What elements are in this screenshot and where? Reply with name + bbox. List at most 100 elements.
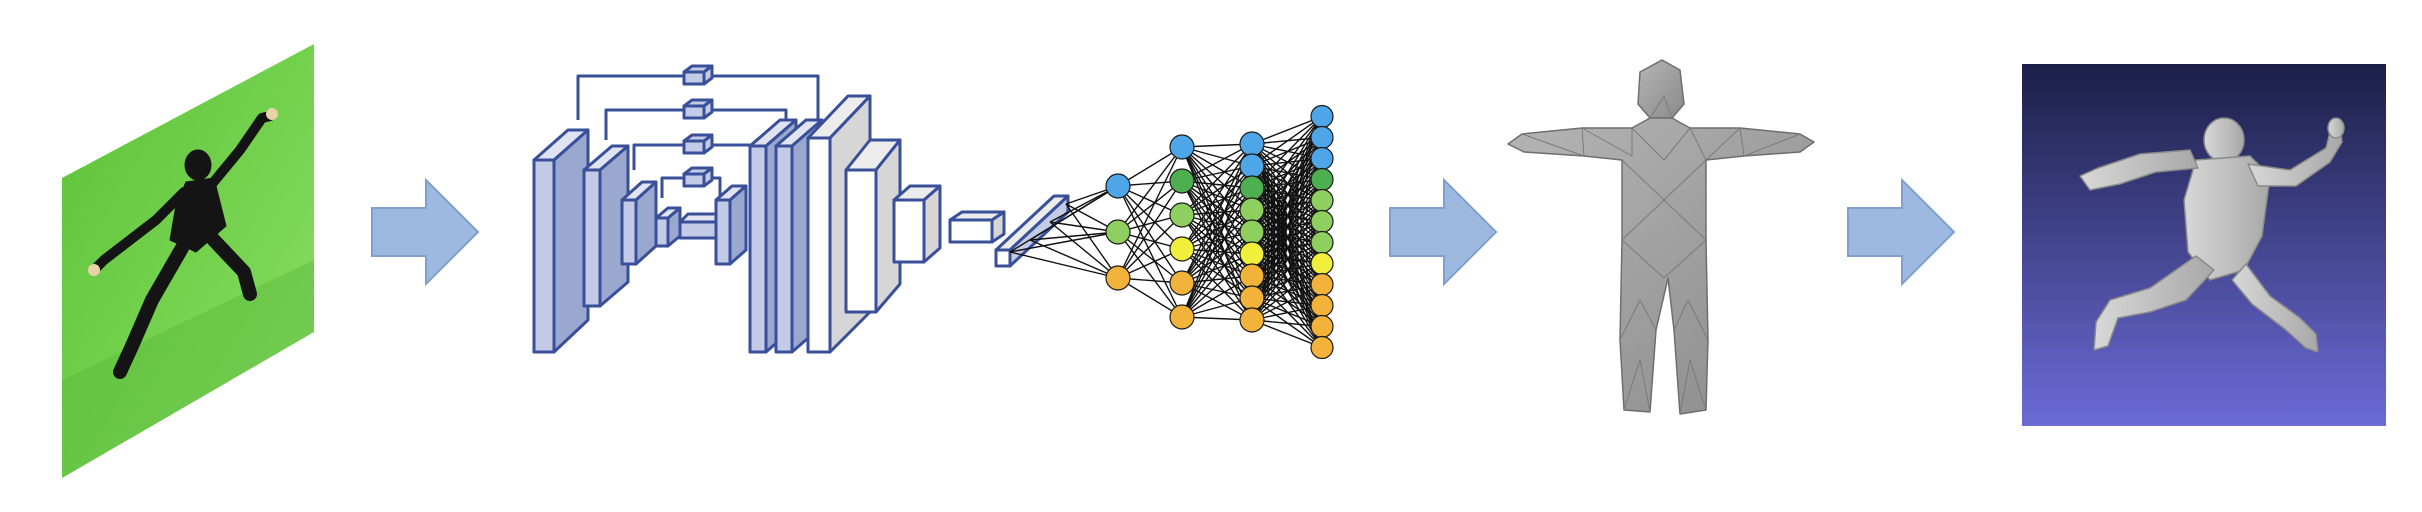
hand-highlight <box>88 264 100 276</box>
decoder-block-6 <box>892 184 942 264</box>
nn-node-layer-3 <box>1239 175 1265 201</box>
nn-edge <box>1181 209 1253 284</box>
nn-edge <box>1181 146 1253 233</box>
nn-edge <box>1181 231 1253 318</box>
template-mesh <box>1507 59 1815 415</box>
flatten-block <box>994 194 1070 268</box>
nn-node-layer-4 <box>1310 146 1334 171</box>
nn-node-layer-2 <box>1169 134 1195 160</box>
floor-shadow <box>62 260 314 478</box>
nn-node-layer-3 <box>1239 131 1265 157</box>
encoder-block-2 <box>582 144 630 308</box>
nn-node-layer-3 <box>1239 263 1265 289</box>
nn-edge <box>1251 116 1323 321</box>
arrow-3 <box>1847 177 1956 287</box>
nn-node-layer-4 <box>1310 188 1334 213</box>
nn-edge <box>1181 146 1253 211</box>
nn-node-layer-2 <box>1169 304 1195 330</box>
hand-highlight <box>266 108 278 120</box>
nn-node-layer-4 <box>1310 335 1334 360</box>
nn-edge <box>1251 242 1323 321</box>
nn-edge <box>1181 253 1253 284</box>
nn-edge <box>1251 158 1323 321</box>
nn-edge <box>1049 185 1119 223</box>
decoder-block-1 <box>714 184 748 266</box>
neural-network-nodes <box>1105 104 1334 360</box>
nn-node-layer-4 <box>1310 104 1334 129</box>
nn-edge <box>1029 185 1119 241</box>
skip-blocks <box>682 64 714 188</box>
nn-edge <box>1181 253 1253 318</box>
reconstructed-render <box>2022 64 2386 426</box>
nn-node-layer-3 <box>1239 285 1265 311</box>
arrow-1 <box>371 177 480 287</box>
nn-edge <box>1117 185 1183 318</box>
nn-node-layer-3 <box>1239 197 1265 223</box>
nn-edge <box>1117 185 1183 284</box>
nn-edge <box>1181 143 1253 216</box>
nn-node-layer-2 <box>1169 270 1195 296</box>
nn-node-layer-4 <box>1310 251 1334 276</box>
nn-edge <box>1251 115 1323 167</box>
nn-edge <box>1251 116 1323 189</box>
nn-edge <box>1117 231 1183 284</box>
nn-edge <box>1029 231 1119 241</box>
mesh-torso-arms <box>1507 117 1815 415</box>
nn-edge <box>1251 116 1323 211</box>
nn-edge <box>1181 214 1253 299</box>
person-figure <box>91 111 275 379</box>
nn-node-layer-2 <box>1169 236 1195 262</box>
nn-edge <box>1181 187 1253 250</box>
nn-edge <box>1181 187 1253 284</box>
nn-edge <box>1117 180 1183 233</box>
input-photo <box>62 44 314 478</box>
nn-edge <box>1251 262 1323 321</box>
nn-edge <box>1181 165 1253 250</box>
encoder-block-4 <box>654 206 682 248</box>
neural-network-edges <box>1009 115 1323 349</box>
conv-encoder-decoder <box>532 64 1070 354</box>
nn-node-layer-3 <box>1239 241 1265 267</box>
nn-edge <box>1251 116 1323 299</box>
nn-edge <box>1029 239 1119 279</box>
nn-node-layer-1 <box>1105 173 1131 199</box>
decoder-block-7 <box>948 210 1006 244</box>
nn-edge <box>1117 146 1183 233</box>
nn-edge <box>1181 143 1253 182</box>
nn-node-layer-4 <box>1310 314 1334 339</box>
nn-edge <box>1049 221 1119 279</box>
encoder-block-1 <box>532 128 590 354</box>
nn-node-layer-4 <box>1310 209 1334 234</box>
nn-node-layer-1 <box>1105 219 1131 245</box>
nn-node-layer-3 <box>1239 219 1265 245</box>
nn-node-layer-2 <box>1169 168 1195 194</box>
nn-edge <box>1251 221 1323 321</box>
mesh-head <box>1637 59 1685 119</box>
nn-edge <box>1065 203 1119 279</box>
nn-node-layer-4 <box>1310 272 1334 297</box>
nn-edge <box>1181 146 1253 321</box>
nn-edge <box>1117 185 1183 250</box>
mesh-wireframe <box>1521 95 1801 415</box>
nn-edge <box>1181 180 1253 255</box>
nn-edge <box>1009 231 1119 253</box>
nn-edge <box>1181 275 1253 318</box>
nn-edge <box>1117 214 1183 279</box>
nn-node-layer-4 <box>1310 125 1334 150</box>
nn-node-layer-1 <box>1105 265 1131 291</box>
encoder-block-3 <box>620 180 658 266</box>
nn-node-layer-3 <box>1239 153 1265 179</box>
nn-node-layer-3 <box>1239 307 1265 333</box>
decoder-block-5 <box>844 138 902 314</box>
nn-edge <box>1181 180 1253 277</box>
nn-node-layer-4 <box>1310 230 1334 255</box>
arrow-2 <box>1389 177 1498 287</box>
nn-node-layer-4 <box>1310 293 1334 318</box>
nn-node-layer-4 <box>1310 167 1334 192</box>
nn-edge <box>1117 231 1183 318</box>
nn-edge <box>1181 146 1253 189</box>
nn-edge <box>1009 251 1119 279</box>
nn-edge <box>1181 231 1253 284</box>
nn-edge <box>1117 180 1183 279</box>
